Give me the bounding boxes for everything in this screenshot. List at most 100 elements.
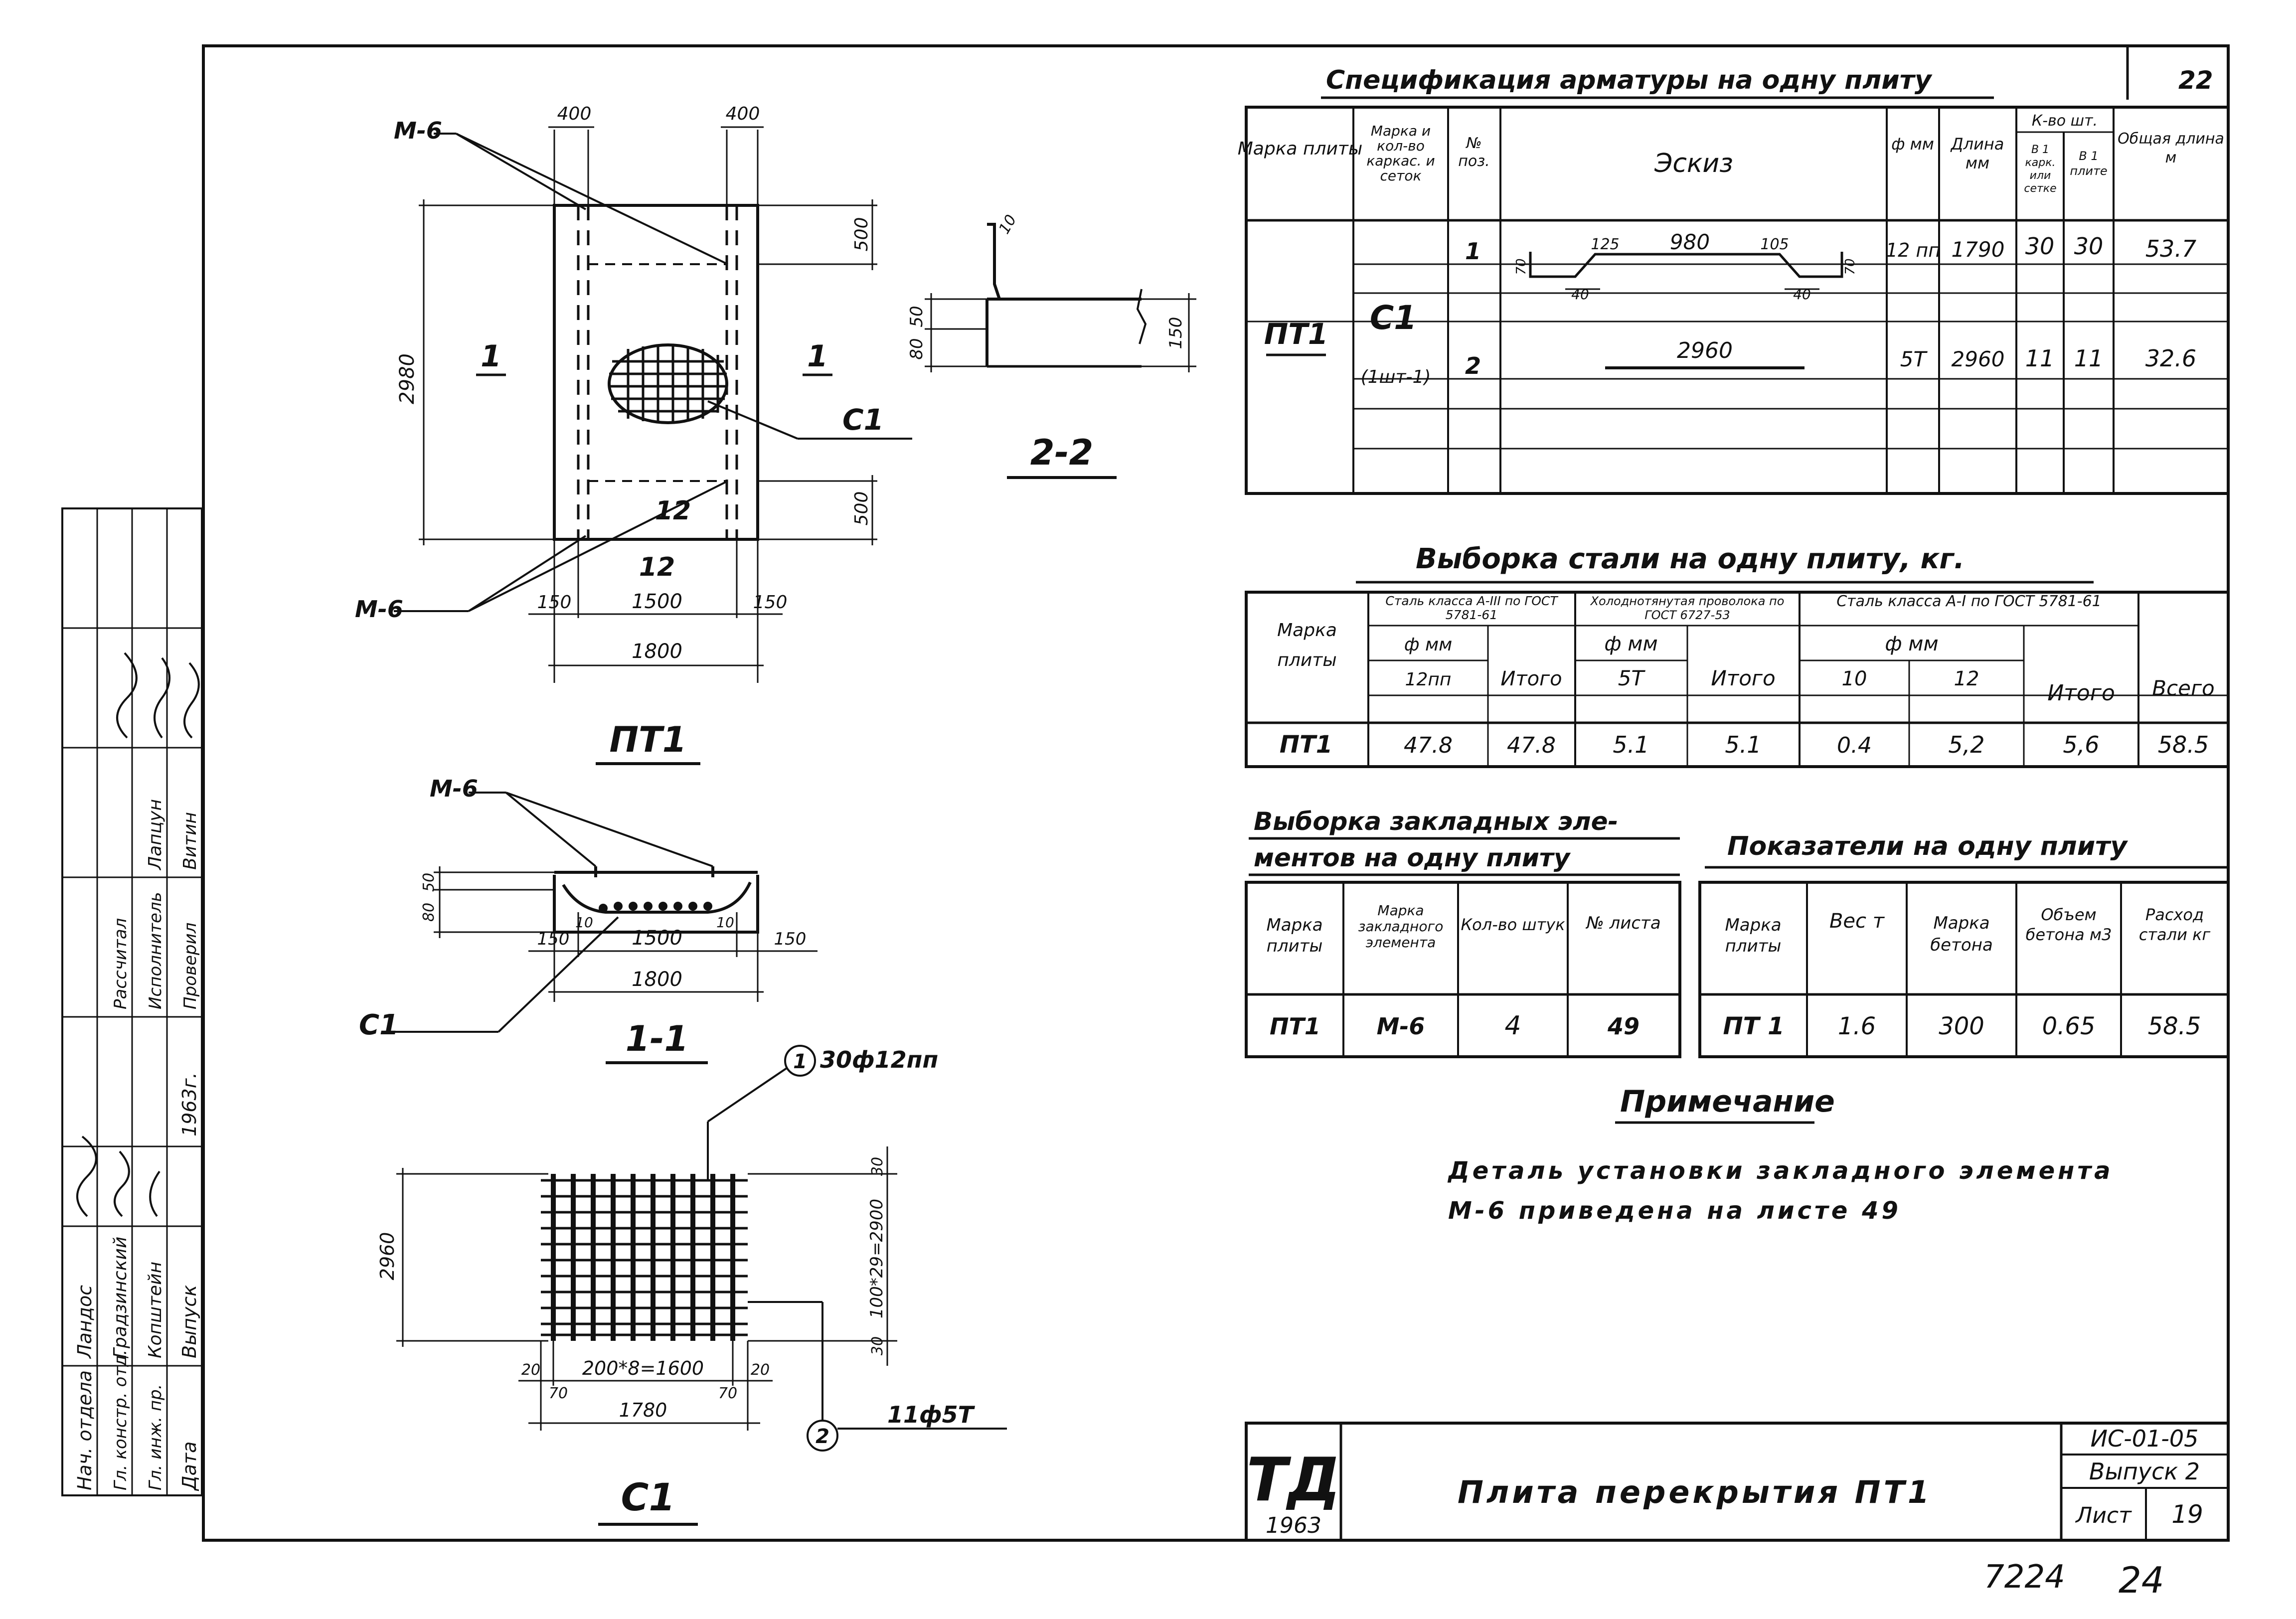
section-2-2: 50 80 10 150 2-2 [907,212,1196,479]
spec-h-mark-frame: Марка и кол-во каркас. и сеток [1366,123,1435,184]
sheet-frame [202,44,2230,1542]
sec11-m6: М-6 [430,775,478,802]
stamp-name-4: Выпуск [178,1285,200,1358]
spec-row1-pos: 1 [1465,238,1481,265]
dim-2980: 2980 [396,353,419,404]
note-line-1: Деталь установки закладного элемента [1447,1157,2114,1185]
steel-h-phi-3: ф мм [1885,633,1938,655]
steel-h-g2: Холоднотянутая проволока по ГОСТ 6727-53 [1590,594,1785,622]
c1-dim-spacing: 100*29=2900 [867,1199,887,1318]
sec11-dim-50: 50 [420,873,438,892]
stamp-date: 1963г. [178,1072,200,1136]
stamp-role-3: Гл. инж. пр. [146,1384,165,1490]
note-block: Примечание Деталь установки закладного э… [1447,1084,2114,1225]
steel-h-g1: Сталь класса А-III по ГОСТ 5781-61 [1385,594,1558,622]
sketch2-len: 2960 [1677,338,1733,363]
plan-view: 400 400 2980 500 500 1 1 М-6 М-6 С1 [355,104,912,765]
sec22-dim-80: 80 [907,338,927,359]
plan-c1-label: С1 [842,403,884,437]
embedded-row-el: М-6 [1377,1013,1425,1040]
stamp-role-6: Исполнитель [146,892,165,1009]
plan-mark-12b: 12 [639,552,675,582]
sec11-dim-150a: 150 [537,929,570,949]
steel-h-mark: Марка плиты [1277,620,1337,670]
stamp-role-1: Нач. отдела [74,1370,96,1490]
dim-400a: 400 [557,104,592,124]
stamp-name-1: Ландос [74,1285,96,1359]
stamp-name-5: Лапцун [145,799,165,871]
steel-h-phi-1: ф мм [1404,635,1453,655]
note-title: Примечание [1620,1084,1835,1119]
spec-row2-nframe: 11 [2025,345,2055,372]
indicators-h-mark: Марка плиты [1725,915,1782,956]
bottom-code: 7224 [1984,1559,2065,1596]
spec-row2-total: 32.6 [2145,345,2196,372]
embedded-h-qty: Кол-во штук [1461,915,1565,934]
sec22-label: 2-2 [1030,432,1093,473]
sketch1-b: 125 [1591,236,1619,253]
spec-h-mark-plate: Марка плиты [1238,139,1363,159]
sketch1-d: 105 [1760,236,1789,253]
spec-row2-phi: 5Т [1900,347,1928,371]
spec-row-frame-qty: (1шт-1) [1361,367,1431,387]
c1-dim-20a: 20 [521,1361,540,1379]
embedded-title-1: Выборка закладных эле- [1254,807,1618,836]
indicators-row-concrete: 300 [1939,1012,1984,1040]
section-mark-1-right: 1 [807,339,828,374]
stamp-role-7: Проверил [180,923,200,1009]
spec-table: Спецификация арматуры на одну плиту Марк… [1238,65,2230,495]
embedded-h-sheet: № листа [1586,913,1661,933]
steel-row-w5t: 5.1 [1613,731,1649,758]
indicators-h-volume: Объем бетона м3 [2025,905,2112,944]
c1-dim-1780: 1780 [619,1399,667,1421]
steel-row-mark: ПТ1 [1280,731,1332,759]
corner-sheet-number: 22 [2178,66,2213,95]
steel-row-a3-tot: 47.8 [1507,733,1556,758]
sketch1-a: 70 [1514,258,1529,275]
sec22-dim-50: 50 [907,306,927,327]
indicators-h-steel: Расход стали кг [2138,905,2211,944]
c1-dim-70a: 70 [549,1385,568,1402]
steel-sub-5t: 5Т [1618,666,1646,690]
side-stamp: Нач. отдела Гл. констр. отд. Гл. инж. пр… [61,507,203,1496]
steel-h-g3: Сталь класса А-I по ГОСТ 5781-61 [1836,594,2102,610]
note-line-2: М-6 приведена на листе 49 [1448,1197,1901,1225]
spec-row1-nframe: 30 [2025,233,2055,260]
c1-bar2: 11ф5Т [887,1401,976,1428]
spec-h-count-frame: В 1 карк. или сетке [2024,144,2057,195]
spec-row1-total: 53.7 [2145,235,2196,262]
spec-row-frame: С1 [1370,299,1417,337]
spec-h-total-len: Общая длина м [2118,130,2224,166]
titleblock-sheet-label: Лист [2075,1503,2132,1528]
dim-500b: 500 [851,491,872,526]
c1-pos1: 1 [793,1050,807,1073]
section-mark-1-left: 1 [481,339,501,374]
sec11-dim-150b: 150 [774,929,807,949]
sketch1-e: 70 [1843,258,1858,275]
c1-dim-70b: 70 [718,1385,737,1402]
sec11-dim-1800: 1800 [632,968,682,991]
sketch1-c: 980 [1670,230,1710,254]
steel-row-all: 58.5 [2158,731,2209,758]
c1-dim-2960: 2960 [376,1232,398,1281]
c1-dim-30a: 30 [869,1157,886,1176]
sec11-c1: С1 [359,1009,399,1041]
indicators-row-weight: 1.6 [1838,1012,1876,1040]
spec-h-count: К-во шт. [2032,112,2098,130]
stamp-name-3: Копштейн [145,1262,165,1358]
steel-row-a3-12: 47.8 [1404,733,1453,758]
embedded-h-mark: Марка плиты [1266,915,1323,956]
stamp-role-4: Дата [178,1442,200,1491]
steel-row-a1-10: 0.4 [1837,733,1872,758]
dim-500a: 500 [851,217,872,252]
steel-h-phi-2: ф мм [1604,633,1657,655]
sec11-dim-10b: 10 [716,914,734,931]
plan-dim-1800: 1800 [632,640,682,663]
stamp-role-2: Гл. констр. отд. [111,1350,131,1490]
plan-dim-150b: 150 [753,592,788,613]
indicators-row-mark: ПТ 1 [1723,1012,1784,1040]
steel-title: Выборка стали на одну плиту, кг. [1416,543,1965,575]
spec-h-phi: ф мм [1891,135,1934,154]
c1-view-label: С1 [621,1475,675,1519]
titleblock-issue: Выпуск 2 [2089,1458,2200,1485]
